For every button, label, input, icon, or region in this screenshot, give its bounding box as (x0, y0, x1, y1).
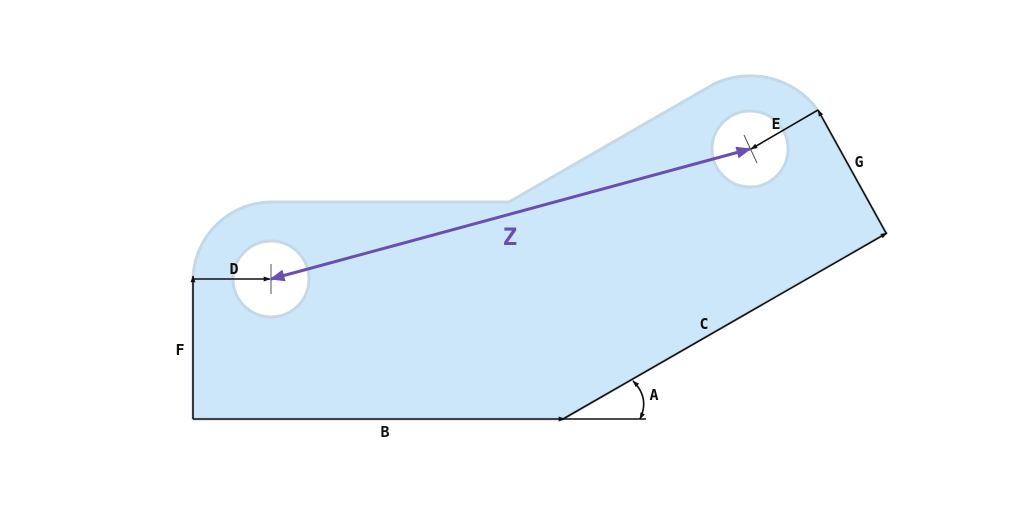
dimension-c-line (562, 232, 888, 420)
label-z: Z (503, 223, 517, 251)
label-d: D (229, 260, 238, 278)
label-c: C (699, 315, 708, 333)
label-b: B (380, 423, 389, 441)
label-e: E (771, 115, 780, 133)
label-f: F (175, 341, 184, 359)
dimension-a-arc (632, 380, 645, 420)
dimension-e-line (750, 109, 819, 150)
dimension-g-line (817, 109, 887, 234)
label-g: G (854, 153, 863, 171)
dimension-z-line (269, 146, 752, 282)
label-a: A (649, 386, 658, 404)
